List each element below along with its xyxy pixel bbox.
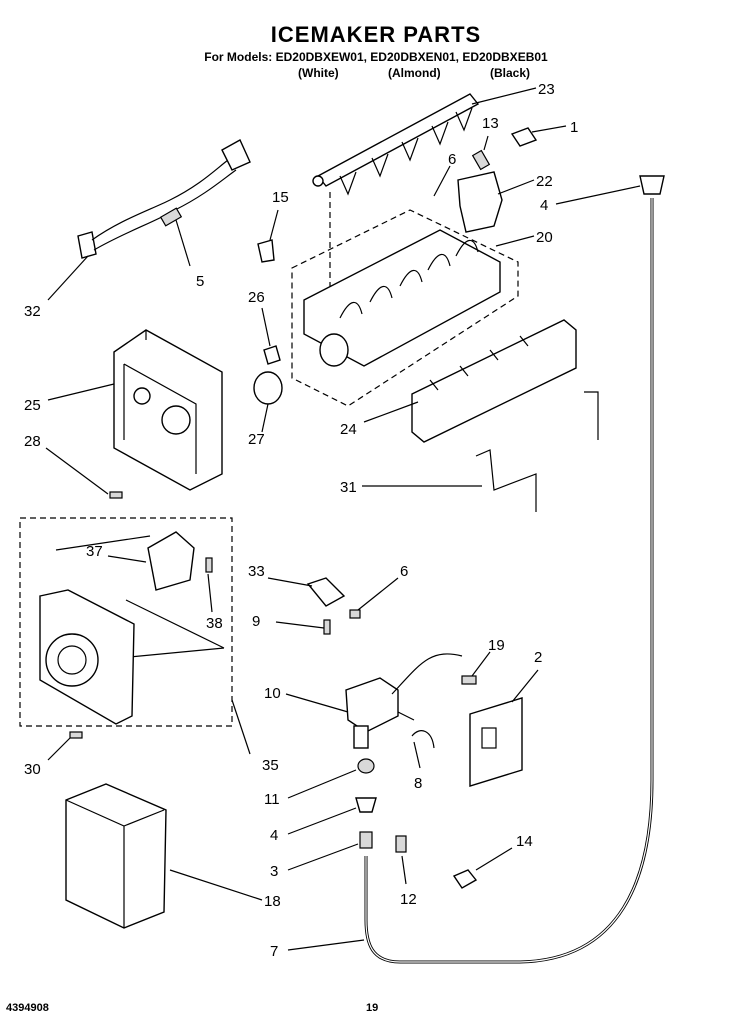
- insert-3-part: [359, 831, 373, 849]
- motor-part: [253, 371, 283, 405]
- leader-lines: [45, 87, 641, 951]
- callout-27: 27: [248, 431, 265, 448]
- callout-5: 5: [196, 273, 204, 290]
- color-almond-label: (Almond): [388, 66, 441, 80]
- module-board-part: [39, 589, 135, 725]
- callout-1: 1: [570, 119, 578, 136]
- ferrule-4-part: [355, 797, 377, 813]
- callout-20: 20: [536, 229, 553, 246]
- clip-26-part: [263, 345, 281, 365]
- callout-9: 9: [252, 613, 260, 630]
- control-housing-part: [113, 329, 223, 491]
- callout-13: 13: [482, 115, 499, 132]
- callout-4-bottom: 4: [270, 827, 278, 844]
- water-tube-part: [364, 175, 665, 964]
- callout-11: 11: [264, 791, 280, 808]
- screw-30-part: [69, 731, 83, 739]
- callout-2: 2: [534, 649, 542, 666]
- screw-38-part: [205, 557, 213, 573]
- switch-part: [257, 239, 275, 263]
- ejector-blade-part: [312, 93, 480, 196]
- icemaker-cover-part: [65, 783, 167, 929]
- callout-38: 38: [206, 615, 223, 632]
- callout-12: 12: [400, 891, 417, 908]
- screw-9-part: [323, 619, 331, 635]
- callout-23: 23: [538, 81, 555, 98]
- water-valve-part: [345, 653, 463, 749]
- callout-4-top: 4: [540, 197, 548, 214]
- motor-cover-part: [147, 531, 195, 591]
- wire-harness-part: [77, 139, 251, 259]
- callout-18: 18: [264, 893, 281, 910]
- callout-22: 22: [536, 173, 553, 190]
- callout-26: 26: [248, 289, 265, 306]
- nut-6-part: [349, 609, 361, 619]
- clip-part: [510, 127, 538, 147]
- callout-7: 7: [270, 943, 278, 960]
- callout-24: 24: [340, 421, 357, 438]
- callout-31: 31: [340, 479, 357, 496]
- bearing-part: [457, 171, 503, 233]
- models-line: For Models: ED20DBXEW01, ED20DBXEN01, ED…: [204, 50, 548, 64]
- callout-10: 10: [264, 685, 281, 702]
- icemaker-mold-part: [303, 229, 501, 367]
- callout-15: 15: [272, 189, 289, 206]
- callout-6-mid: 6: [400, 563, 408, 580]
- callout-19: 19: [488, 637, 505, 654]
- callout-8: 8: [414, 775, 422, 792]
- screw-19-part: [461, 675, 477, 685]
- fill-cup-part: [411, 319, 577, 443]
- callout-14: 14: [516, 833, 533, 850]
- callout-25: 25: [24, 397, 41, 414]
- diagram-title: ICEMAKER PARTS: [270, 22, 482, 47]
- color-black-label: (Black): [490, 66, 531, 80]
- callout-6-top: 6: [448, 151, 456, 168]
- callout-35: 35: [262, 757, 279, 774]
- insert-12-part: [395, 835, 407, 853]
- shutoff-arm-part: [475, 449, 537, 512]
- nut-14-part: [452, 869, 478, 889]
- callout-28: 28: [24, 433, 41, 450]
- screw-28-part: [109, 491, 123, 499]
- callout-3: 3: [270, 863, 278, 880]
- callout-30: 30: [24, 761, 41, 778]
- pin-part: [471, 149, 491, 171]
- nut-11-part: [357, 758, 375, 774]
- page-number: 19: [366, 1002, 379, 1014]
- document-number: 4394908: [6, 1002, 49, 1014]
- callout-33: 33: [248, 563, 265, 580]
- callout-37: 37: [86, 543, 103, 560]
- wire-8-part: [411, 730, 435, 749]
- callout-32: 32: [24, 303, 41, 320]
- bracket-33-part: [306, 577, 346, 607]
- color-white-label: (White): [298, 66, 339, 80]
